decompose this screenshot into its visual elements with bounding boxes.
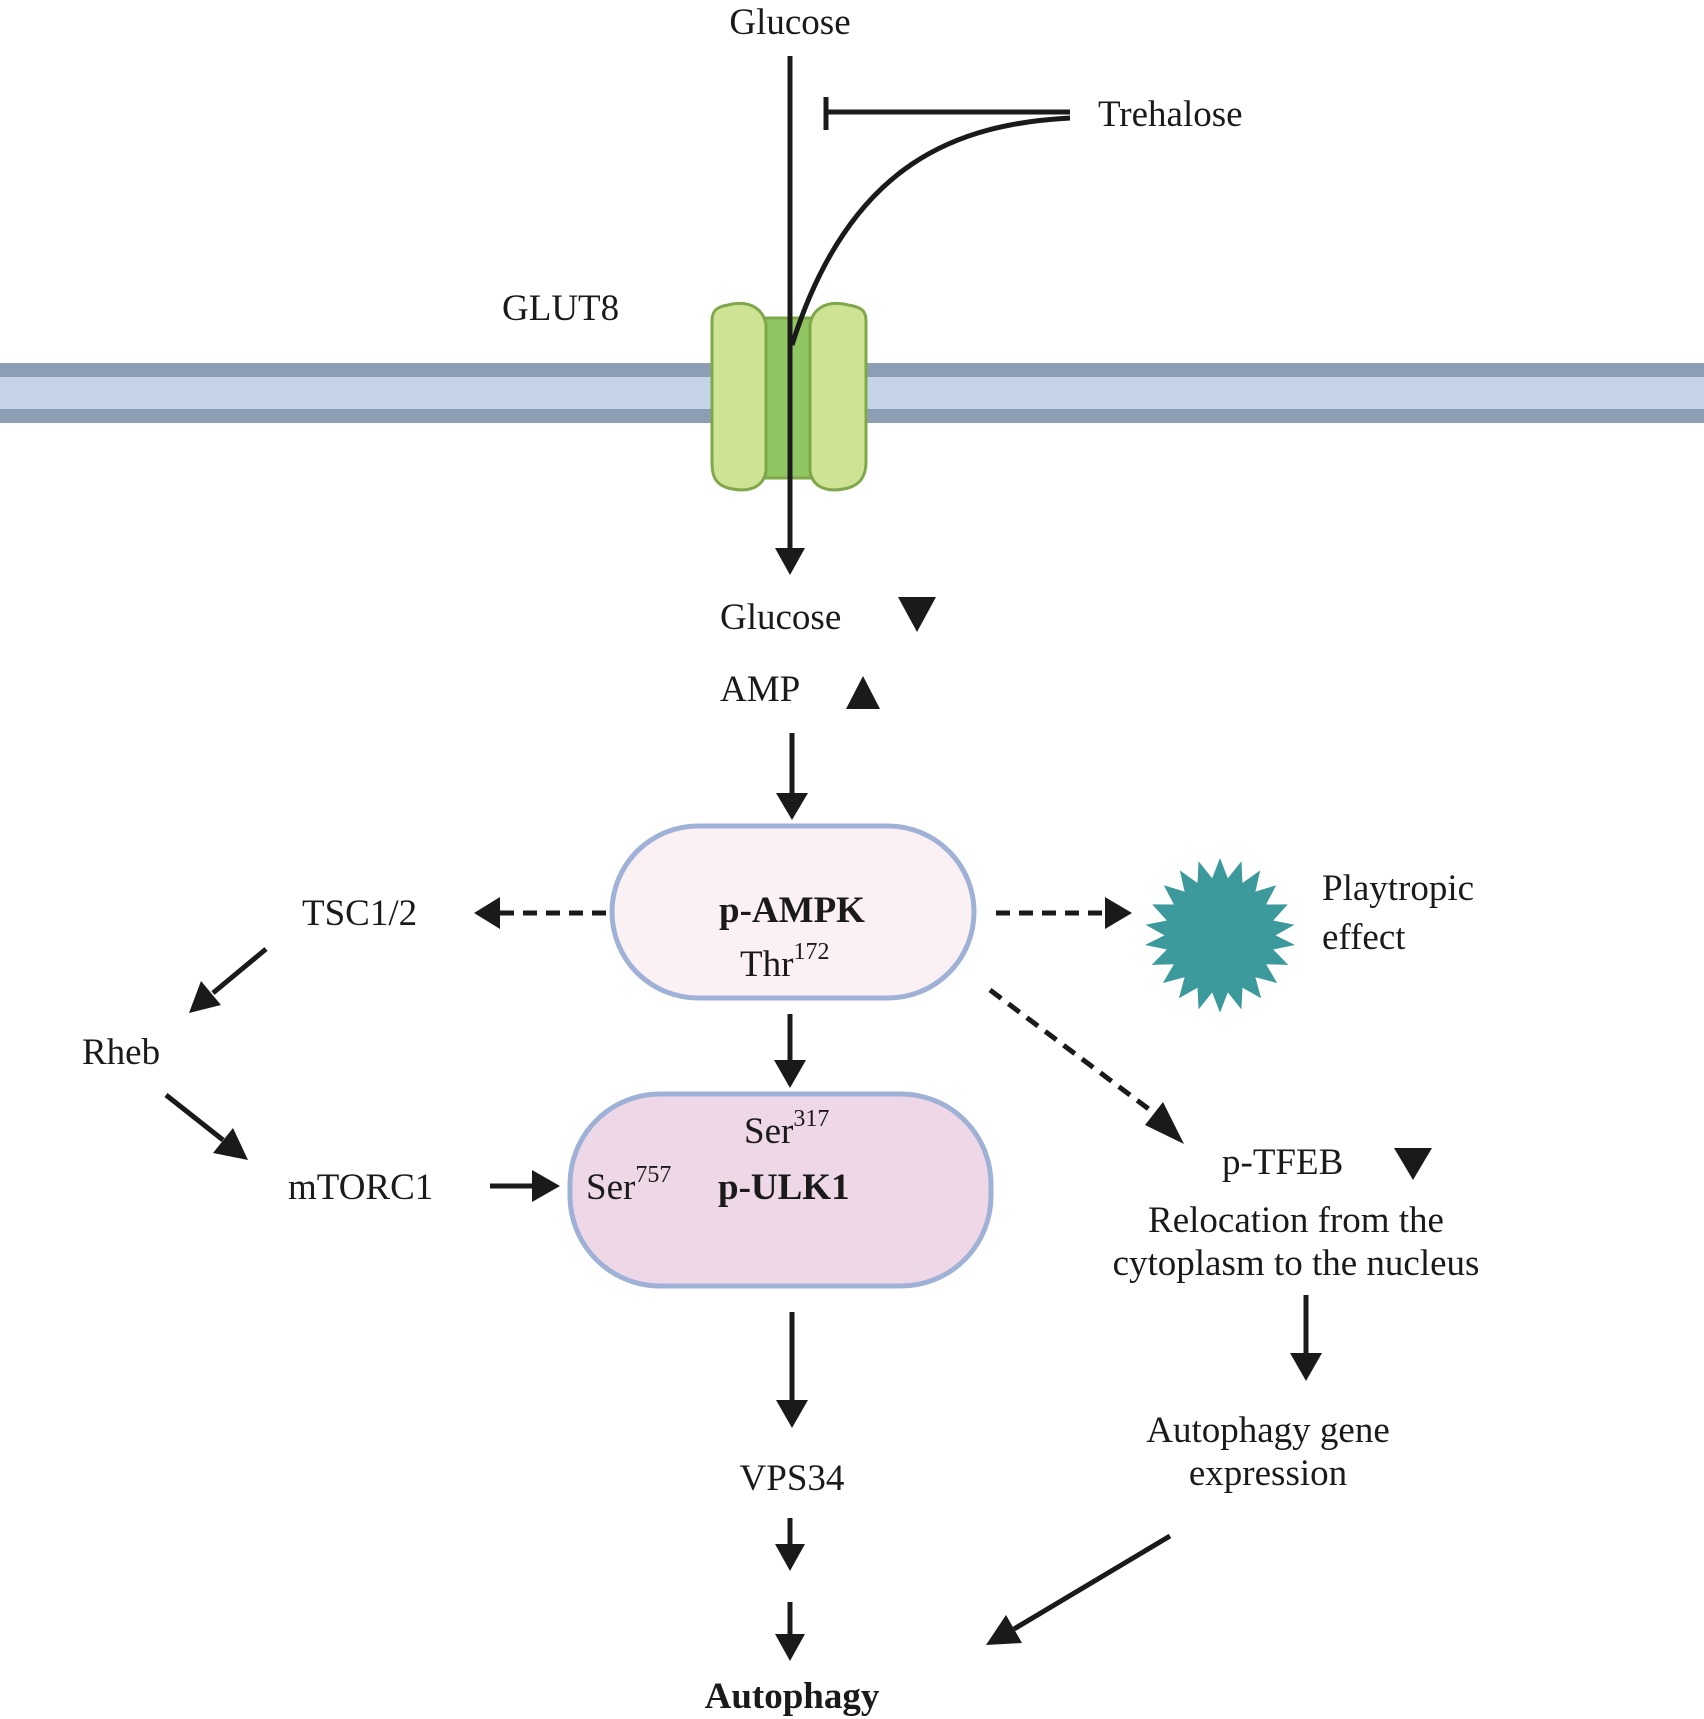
tsc-to-rheb-arrow: [189, 947, 268, 1013]
pleiotropic-effect-label-line2: effect: [1322, 917, 1406, 958]
p-ulk1-node: [567, 1091, 994, 1289]
ampk-to-pleiotropic-arrow: [996, 897, 1132, 929]
expression-to-autophagy-arrow: [986, 1533, 1172, 1645]
glucose-inside-label: Glucose: [720, 597, 841, 638]
amp-to-ampk-arrow: [776, 733, 808, 820]
ser757-label: Ser757: [586, 1162, 671, 1208]
glut8-label: GLUT8: [502, 288, 619, 329]
vps34-to-autophagy-arrow: [775, 1518, 805, 1661]
pleiotropic-effect-label-line1: Playtropic: [1322, 868, 1474, 909]
p-ulk1-label: p-ULK1: [718, 1167, 850, 1208]
starburst-icon: [1145, 858, 1295, 1013]
down-triangle-icon: [898, 597, 936, 632]
ulk1-to-vps34-arrow: [776, 1312, 808, 1428]
gene-expression-label-line2: expression: [1189, 1453, 1347, 1494]
relocation-to-expression-arrow: [1290, 1295, 1322, 1381]
ser317-label: Ser317: [744, 1106, 829, 1152]
glucose-outside-label: Glucose: [729, 2, 850, 43]
trehalose-inhibition-connector: [789, 97, 1071, 346]
relocation-label-line1: Relocation from the: [1148, 1200, 1444, 1241]
p-ampk-node: [609, 823, 977, 1001]
up-triangle-icon: [846, 676, 880, 709]
p-ampk-label: p-AMPK: [719, 890, 865, 931]
ampk-to-tsc-arrow: [474, 897, 606, 929]
down-triangle-icon: [1394, 1148, 1432, 1180]
vps34-label: VPS34: [740, 1458, 845, 1499]
amp-label: AMP: [720, 669, 800, 710]
relocation-label-line2: cytoplasm to the nucleus: [1113, 1243, 1480, 1284]
mtorc1-to-ulk1-arrow: [490, 1170, 560, 1202]
autophagy-label: Autophagy: [705, 1676, 880, 1717]
trehalose-label: Trehalose: [1098, 94, 1243, 135]
rheb-label: Rheb: [82, 1032, 160, 1073]
p-tfeb-label: p-TFEB: [1222, 1142, 1343, 1183]
gene-expression-label-line1: Autophagy gene: [1146, 1410, 1390, 1451]
ampk-to-tfeb-arrow: [988, 988, 1184, 1144]
thr172-label: Thr172: [740, 939, 829, 985]
glucose-transport-arrow: [775, 56, 805, 575]
tsc-label: TSC1/2: [302, 893, 417, 934]
rheb-to-mtorc1-arrow: [164, 1093, 248, 1160]
mtorc1-label: mTORC1: [288, 1167, 433, 1208]
ampk-to-ulk1-arrow: [774, 1014, 806, 1088]
